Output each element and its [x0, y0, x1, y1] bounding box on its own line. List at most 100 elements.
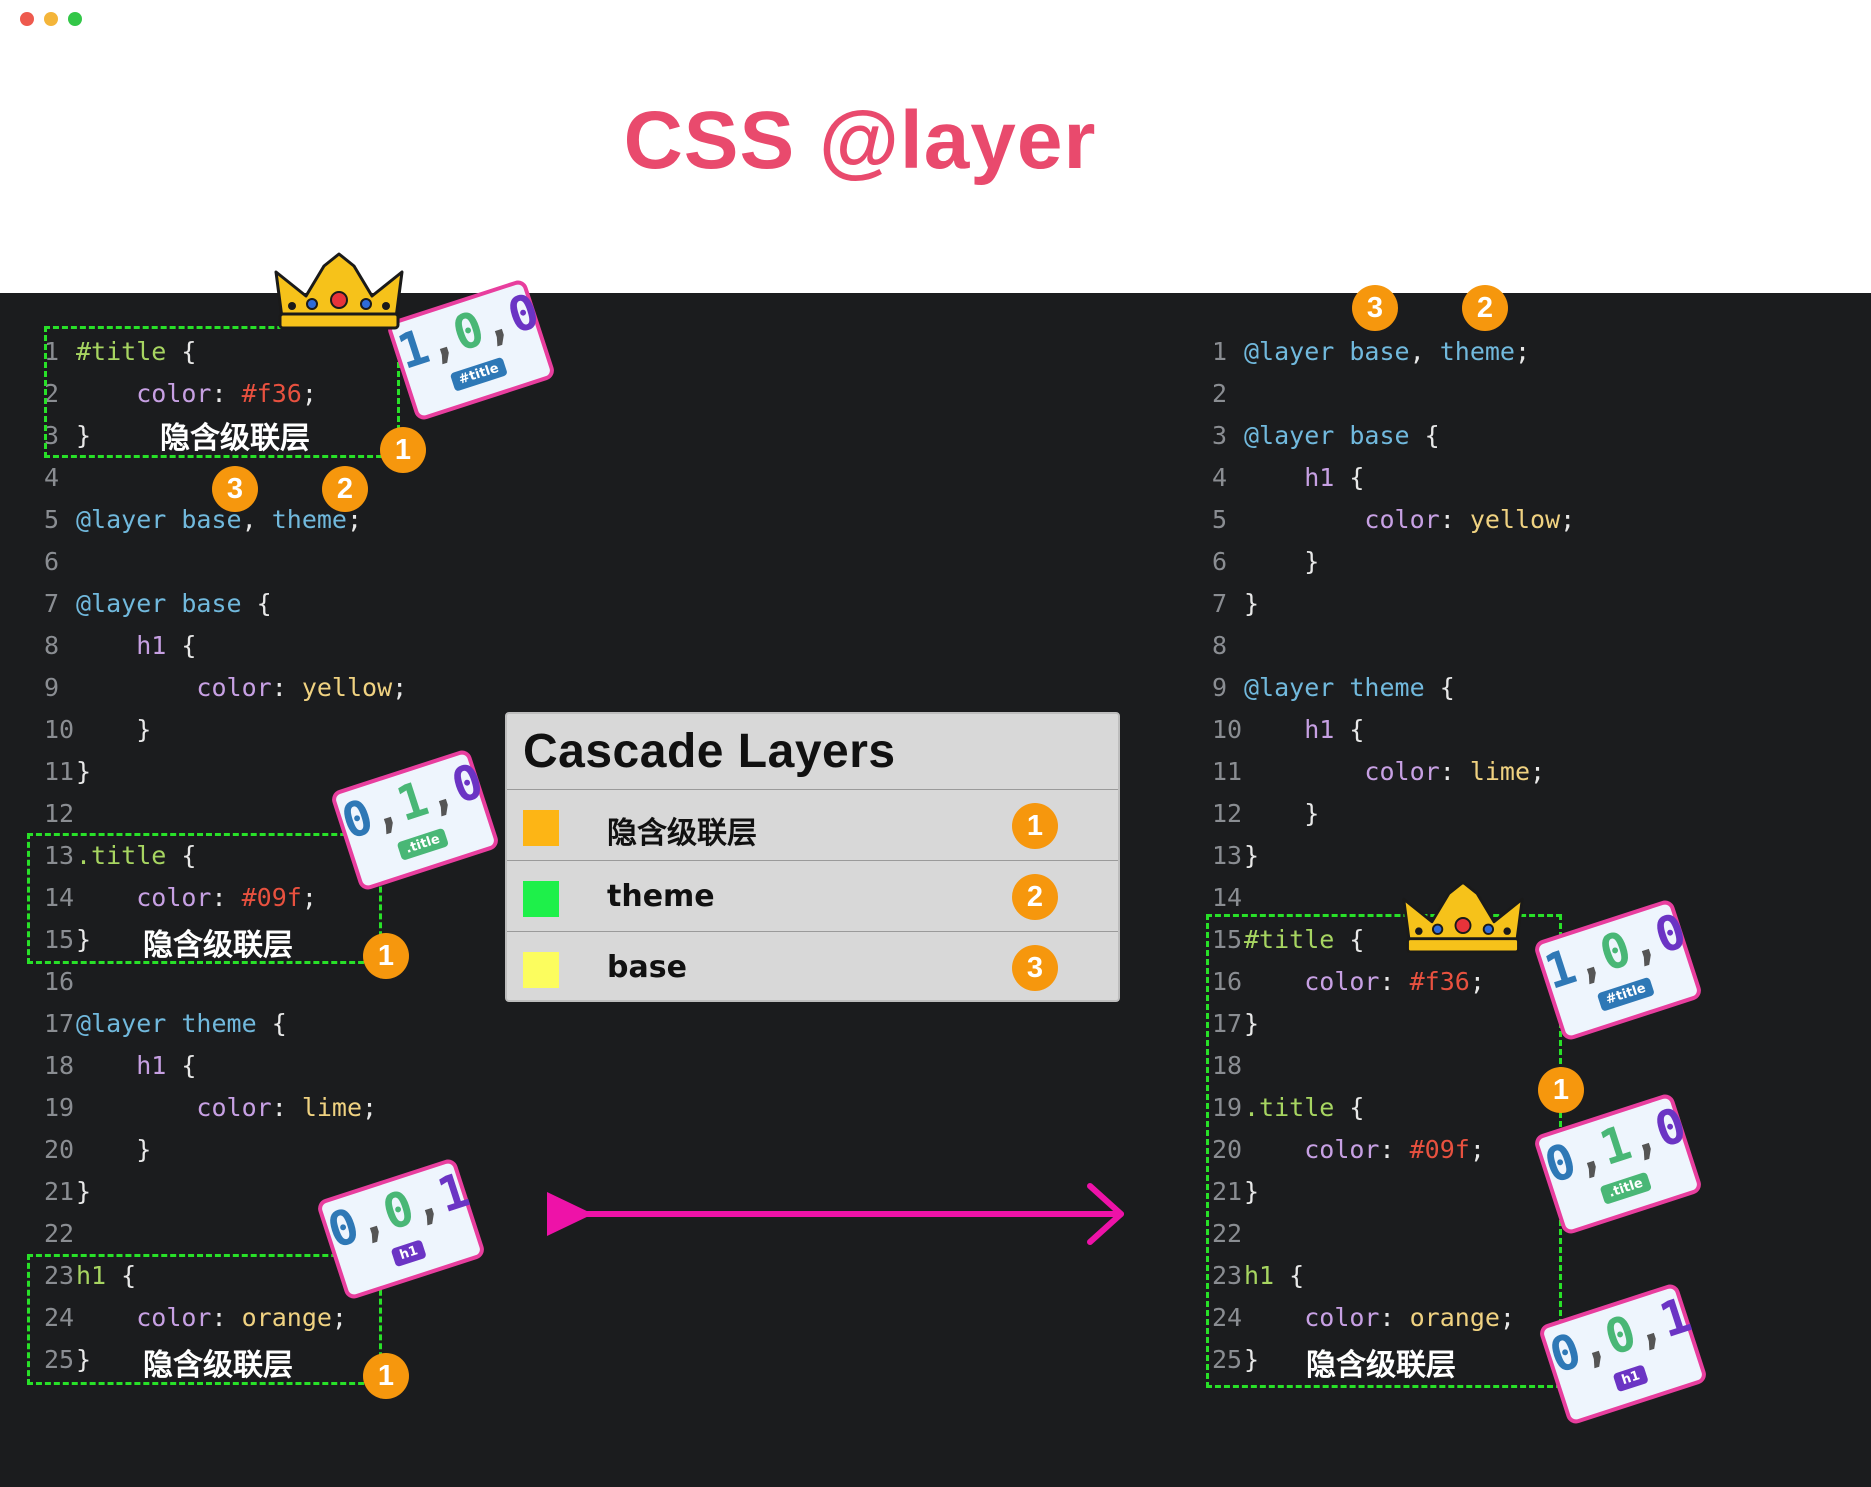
- arrow-right-icon: [547, 1183, 1124, 1245]
- code-text: color: #f36;: [1304, 967, 1485, 996]
- legend-swatch: [523, 810, 559, 846]
- code-line: 22: [1212, 1213, 1244, 1255]
- line-number: 21: [44, 1177, 75, 1206]
- code-text: @layer theme {: [1244, 673, 1455, 702]
- legend-row: theme 2: [507, 860, 1118, 932]
- code-line: 21}: [44, 1171, 91, 1213]
- specificity-tag: h1: [1612, 1364, 1650, 1393]
- line-number: 1: [44, 337, 60, 366]
- line-number: 19: [1212, 1093, 1243, 1122]
- line-number: 5: [1212, 505, 1228, 534]
- line-number: 21: [1212, 1177, 1243, 1206]
- window-close-dot[interactable]: [20, 12, 34, 26]
- legend-badge: 1: [1012, 803, 1058, 849]
- slide-title: CSS @layer: [623, 95, 1097, 186]
- code-line: 2: [1212, 373, 1244, 415]
- code-text: }: [76, 1177, 92, 1206]
- code-text: }: [1244, 1009, 1260, 1038]
- code-line: 3}: [44, 415, 91, 457]
- line-number: 25: [1212, 1345, 1243, 1374]
- code-text: }: [1244, 1345, 1260, 1374]
- code-text: h1 {: [76, 1261, 137, 1290]
- code-text: #title {: [76, 337, 197, 366]
- window-minimize-dot[interactable]: [44, 12, 58, 26]
- order-badge-1: 1: [363, 933, 409, 979]
- code-text: @layer base {: [1244, 421, 1440, 450]
- line-number: 15: [44, 925, 75, 954]
- line-number: 17: [44, 1009, 75, 1038]
- line-number: 1: [1212, 337, 1228, 366]
- code-line: 4: [44, 457, 76, 499]
- code-line: 10 h1 {: [1212, 709, 1364, 751]
- code-line: 23h1 {: [1212, 1255, 1304, 1297]
- code-text: h1 {: [1304, 715, 1365, 744]
- line-number: 22: [1212, 1219, 1243, 1248]
- implicit-layer-label: 隐含级联层: [143, 1348, 293, 1383]
- order-badge-2: 2: [1462, 285, 1508, 331]
- line-number: 8: [44, 631, 60, 660]
- code-line: 8: [1212, 625, 1244, 667]
- line-number: 14: [44, 883, 75, 912]
- code-line: 24 color: orange;: [1212, 1297, 1515, 1339]
- line-number: 19: [44, 1093, 75, 1122]
- implicit-layer-box-2: [27, 833, 382, 964]
- code-text: color: yellow;: [1364, 505, 1576, 534]
- code-line: 15}: [44, 919, 91, 961]
- code-line: 23h1 {: [44, 1255, 136, 1297]
- code-line: 19.title {: [1212, 1087, 1364, 1129]
- code-line: 24 color: orange;: [44, 1297, 347, 1339]
- legend-title: Cascade Layers: [523, 725, 896, 778]
- code-line: 9 @layer theme {: [1212, 667, 1455, 709]
- window-maximize-dot[interactable]: [68, 12, 82, 26]
- code-line: 21}: [1212, 1171, 1259, 1213]
- code-line: 3@layer base {: [1212, 415, 1440, 457]
- code-text: }: [1304, 799, 1320, 828]
- implicit-layer-box-3: [27, 1254, 382, 1385]
- legend-swatch: [523, 952, 559, 988]
- line-number: 12: [1212, 799, 1243, 828]
- specificity-tag: h1: [390, 1239, 428, 1268]
- code-text: }: [76, 925, 92, 954]
- code-line: 9 color: yellow;: [44, 667, 407, 709]
- line-number: 20: [44, 1135, 75, 1164]
- line-number: 5: [44, 505, 60, 534]
- code-text: @layer theme {: [76, 1009, 287, 1038]
- code-line: 2 color: #f36;: [44, 373, 317, 415]
- code-line: 5@layer base, theme;: [44, 499, 362, 541]
- code-line: 17@layer theme {: [44, 1003, 287, 1045]
- code-text: @layer base {: [76, 589, 272, 618]
- crown-icon: [1402, 880, 1524, 954]
- order-badge-1: 1: [380, 427, 426, 473]
- code-text: }: [76, 1345, 92, 1374]
- code-line: 5 color: yellow;: [1212, 499, 1575, 541]
- legend-badge: 2: [1012, 874, 1058, 920]
- code-line: 20 }: [44, 1129, 151, 1171]
- code-text: @layer base, theme;: [1244, 337, 1531, 366]
- line-number: 23: [1212, 1261, 1243, 1290]
- code-text: }: [136, 1135, 152, 1164]
- code-text: color: #09f;: [1304, 1135, 1485, 1164]
- code-line: 18 h1 {: [44, 1045, 196, 1087]
- code-line: 22: [44, 1213, 76, 1255]
- code-line: 4 h1 {: [1212, 457, 1364, 499]
- code-text: }: [1244, 589, 1260, 618]
- code-text: color: lime;: [1364, 757, 1546, 786]
- implicit-layer-label: 隐含级联层: [160, 421, 310, 456]
- line-number: 9: [1212, 673, 1228, 702]
- legend-label: base: [607, 950, 687, 985]
- line-number: 4: [1212, 463, 1228, 492]
- code-text: }: [1244, 841, 1260, 870]
- order-badge-1: 1: [363, 1353, 409, 1399]
- line-number: 6: [44, 547, 60, 576]
- code-line: 7}: [1212, 583, 1259, 625]
- code-line: 6: [44, 541, 76, 583]
- legend-row: base 3: [507, 931, 1118, 1003]
- legend-row: 隐含级联层 1: [507, 789, 1118, 861]
- code-text: #title {: [1244, 925, 1365, 954]
- implicit-layer-label: 隐含级联层: [143, 928, 293, 963]
- code-line: 12 }: [1212, 793, 1319, 835]
- code-line: 15#title {: [1212, 919, 1364, 961]
- code-line: 18: [1212, 1045, 1244, 1087]
- line-number: 13: [1212, 841, 1243, 870]
